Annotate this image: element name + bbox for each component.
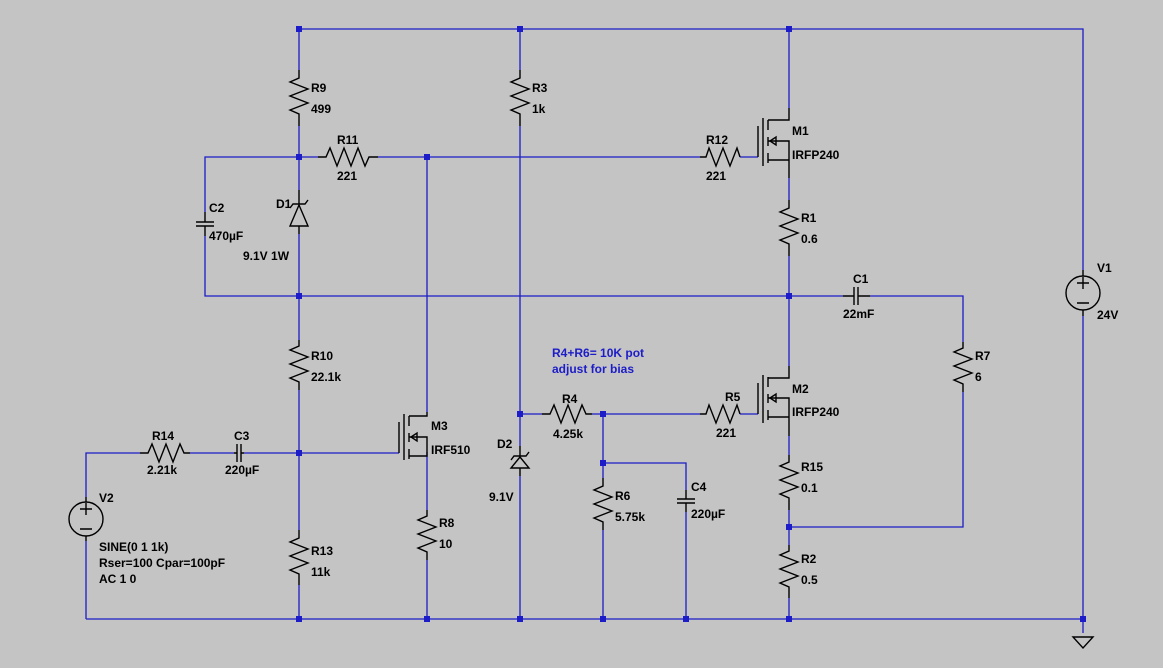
m2-name: M2 bbox=[792, 382, 809, 396]
r7-value: 6 bbox=[975, 370, 982, 384]
r12-name: R12 bbox=[706, 133, 728, 147]
bias-note: R4+R6= 10K pot adjust for bias bbox=[552, 346, 644, 376]
r11-name: R11 bbox=[337, 133, 359, 147]
r15-name: R15 bbox=[801, 460, 823, 474]
r12-value: 221 bbox=[706, 169, 726, 183]
junction-nodes bbox=[296, 26, 1086, 622]
r10-name: R10 bbox=[311, 349, 333, 363]
capacitor-c4: C4 220µF bbox=[677, 480, 725, 521]
c4-name: C4 bbox=[691, 480, 707, 494]
resistor-r4: R4 4.25k bbox=[542, 392, 592, 441]
m3-name: M3 bbox=[431, 419, 448, 433]
m1-name: M1 bbox=[792, 124, 809, 138]
r4-name: R4 bbox=[562, 392, 578, 406]
r2-value: 0.5 bbox=[801, 573, 818, 587]
r15-value: 0.1 bbox=[801, 481, 818, 495]
zener-diode-d1: D1 9.1V 1W bbox=[243, 190, 310, 263]
m1-value: IRFP240 bbox=[792, 148, 840, 162]
r13-name: R13 bbox=[311, 544, 333, 558]
d2-value: 9.1V bbox=[489, 490, 514, 504]
d1-value: 9.1V 1W bbox=[243, 249, 290, 263]
r7-name: R7 bbox=[975, 349, 991, 363]
r13-value: 11k bbox=[311, 565, 331, 579]
resistor-r12: R12 221 bbox=[700, 133, 741, 183]
v2-value3: AC 1 0 bbox=[99, 572, 137, 586]
c2-value: 470µF bbox=[209, 229, 243, 243]
r8-name: R8 bbox=[439, 516, 455, 530]
mosfet-m2: M2 IRFP240 bbox=[757, 366, 840, 436]
r11-value: 221 bbox=[337, 169, 357, 183]
v1-name: V1 bbox=[1097, 261, 1112, 275]
mosfet-m3: M3 IRF510 bbox=[398, 412, 471, 460]
zener-diode-d2: D2 9.1V bbox=[489, 437, 531, 504]
v1-value: 24V bbox=[1097, 308, 1118, 322]
r6-value: 5.75k bbox=[615, 510, 645, 524]
c2-name: C2 bbox=[209, 201, 225, 215]
note-line2: adjust for bias bbox=[552, 362, 634, 376]
r3-value: 1k bbox=[532, 102, 546, 116]
r10-value: 22.1k bbox=[311, 370, 341, 384]
r14-value: 2.21k bbox=[147, 463, 177, 477]
resistor-r11: R11 221 bbox=[318, 133, 378, 183]
r9-value: 499 bbox=[311, 102, 331, 116]
mosfet-m1: M1 IRFP240 bbox=[757, 108, 840, 178]
resistor-r2: R2 0.5 bbox=[778, 545, 818, 598]
resistor-r7: R7 6 bbox=[952, 342, 991, 392]
c1-name: C1 bbox=[853, 272, 869, 286]
d1-name: D1 bbox=[276, 197, 292, 211]
r5-name: R5 bbox=[725, 390, 741, 404]
r8-value: 10 bbox=[439, 537, 453, 551]
c3-name: C3 bbox=[234, 429, 250, 443]
capacitor-c1: C1 22mF bbox=[843, 272, 874, 321]
v2-value: SINE(0 1 1k) bbox=[99, 540, 168, 554]
resistor-r3: R3 1k bbox=[509, 70, 548, 126]
c3-value: 220µF bbox=[225, 463, 259, 477]
resistor-r14: R14 2.21k bbox=[140, 429, 190, 477]
r3-name: R3 bbox=[532, 81, 548, 95]
r2-name: R2 bbox=[801, 552, 817, 566]
r9-name: R9 bbox=[311, 81, 327, 95]
ground-symbol bbox=[1071, 636, 1095, 650]
v2-name: V2 bbox=[99, 491, 114, 505]
wires bbox=[85, 28, 1084, 633]
resistor-r13: R13 11k bbox=[288, 530, 333, 585]
resistor-r5: R5 221 bbox=[700, 390, 741, 440]
capacitor-c2: C2 470µF bbox=[196, 201, 243, 243]
note-line1: R4+R6= 10K pot bbox=[552, 346, 644, 360]
resistor-r6: R6 5.75k bbox=[592, 478, 645, 530]
resistor-r1: R1 0.6 bbox=[778, 200, 818, 256]
voltage-source-v2: V2 SINE(0 1 1k) Rser=100 Cpar=100pF AC 1… bbox=[68, 491, 225, 586]
resistor-r8: R8 10 bbox=[416, 510, 455, 560]
r6-name: R6 bbox=[615, 489, 631, 503]
c1-value: 22mF bbox=[843, 307, 874, 321]
m3-value: IRF510 bbox=[431, 443, 471, 457]
r1-value: 0.6 bbox=[801, 232, 818, 246]
v2-value2: Rser=100 Cpar=100pF bbox=[99, 556, 225, 570]
r14-name: R14 bbox=[152, 429, 174, 443]
voltage-source-v1: V1 24V bbox=[1065, 261, 1118, 322]
c4-value: 220µF bbox=[691, 507, 725, 521]
r1-name: R1 bbox=[801, 211, 817, 225]
d2-name: D2 bbox=[497, 437, 513, 451]
resistor-r15: R15 0.1 bbox=[778, 455, 823, 510]
resistor-r10: R10 22.1k bbox=[288, 340, 341, 390]
capacitor-c3: C3 220µF bbox=[225, 429, 259, 477]
r5-value: 221 bbox=[716, 426, 736, 440]
r4-value: 4.25k bbox=[553, 427, 583, 441]
resistor-r9: R9 499 bbox=[288, 70, 331, 126]
m2-value: IRFP240 bbox=[792, 405, 840, 419]
